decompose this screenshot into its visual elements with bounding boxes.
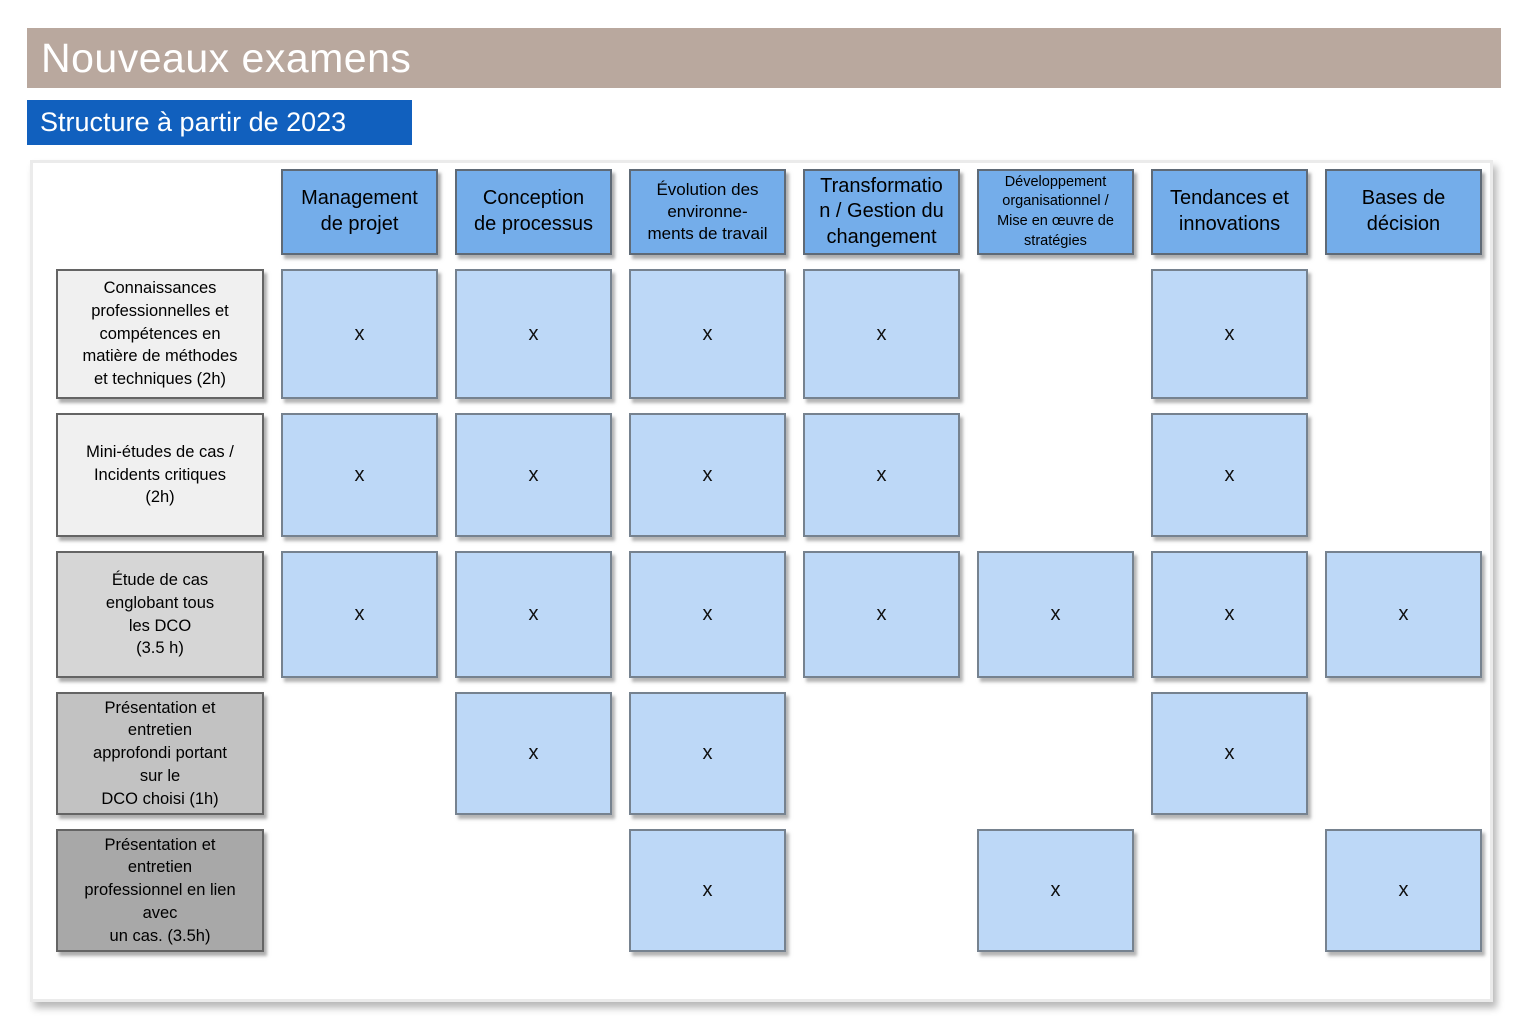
matrix-cell-r5-c5: x	[977, 829, 1134, 952]
matrix-cell-r4-c6: x	[1151, 692, 1308, 815]
row-header-3: Étude de cas englobant tous les DCO (3.5…	[56, 551, 264, 678]
x-mark: x	[1224, 322, 1235, 345]
matrix-cell-r5-c7: x	[1325, 829, 1482, 952]
matrix-cell-r3-c4: x	[803, 551, 960, 678]
matrix-cell-r1-c4: x	[803, 269, 960, 399]
matrix-cell-r3-c1: x	[281, 551, 438, 678]
row-header-5: Présentation et entretien professionnel …	[56, 829, 264, 952]
column-header-3: Évolution des environne- ments de travai…	[629, 169, 786, 255]
column-header-4: Transformatio n / Gestion du changement	[803, 169, 960, 255]
matrix-cell-r1-c2: x	[455, 269, 612, 399]
matrix-cell-r1-c6: x	[1151, 269, 1308, 399]
matrix-cell-r1-c3: x	[629, 269, 786, 399]
matrix-cell-r3-c2: x	[455, 551, 612, 678]
matrix-cell-r3-c7: x	[1325, 551, 1482, 678]
column-header-1: Management de projet	[281, 169, 438, 255]
matrix-cell-r4-c2: x	[455, 692, 612, 815]
matrix-cell-r2-c3: x	[629, 413, 786, 537]
x-mark: x	[354, 463, 365, 486]
row-header-4: Présentation et entretien approfondi por…	[56, 692, 264, 815]
x-mark: x	[1398, 603, 1409, 625]
matrix-cell-r3-c6: x	[1151, 551, 1308, 678]
x-mark: x	[1224, 603, 1235, 625]
title-bar: Nouveaux examens	[27, 28, 1501, 88]
x-mark: x	[1224, 742, 1235, 764]
x-mark: x	[528, 603, 539, 625]
matrix-cell-r2-c6: x	[1151, 413, 1308, 537]
x-mark: x	[702, 742, 713, 764]
x-mark: x	[354, 322, 365, 345]
x-mark: x	[702, 322, 713, 345]
column-header-5: Développement organisationnel / Mise en …	[977, 169, 1134, 255]
column-header-6: Tendances et innovations	[1151, 169, 1308, 255]
x-mark: x	[528, 463, 539, 486]
column-header-2: Conception de processus	[455, 169, 612, 255]
x-mark: x	[702, 603, 713, 625]
matrix-cell-r2-c4: x	[803, 413, 960, 537]
row-header-2: Mini-études de cas / Incidents critiques…	[56, 413, 264, 537]
matrix-cell-r5-c3: x	[629, 829, 786, 952]
x-mark: x	[528, 322, 539, 345]
row-header-1: Connaissances professionnelles et compét…	[56, 269, 264, 399]
column-header-7: Bases de décision	[1325, 169, 1482, 255]
matrix-cell-r2-c1: x	[281, 413, 438, 537]
x-mark: x	[1398, 879, 1409, 901]
matrix-cell-r4-c3: x	[629, 692, 786, 815]
x-mark: x	[1050, 879, 1061, 901]
x-mark: x	[1224, 463, 1235, 486]
x-mark: x	[876, 603, 887, 625]
matrix-cell-r1-c1: x	[281, 269, 438, 399]
x-mark: x	[1050, 603, 1061, 625]
x-mark: x	[702, 463, 713, 486]
matrix-cell-r3-c3: x	[629, 551, 786, 678]
matrix-cell-r3-c5: x	[977, 551, 1134, 678]
x-mark: x	[876, 463, 887, 486]
subtitle-text: Structure à partir de 2023	[40, 107, 347, 137]
page-title: Nouveaux examens	[41, 34, 412, 81]
x-mark: x	[702, 879, 713, 901]
x-mark: x	[876, 322, 887, 345]
matrix-cell-r2-c2: x	[455, 413, 612, 537]
x-mark: x	[354, 603, 365, 625]
x-mark: x	[528, 742, 539, 764]
subtitle-badge: Structure à partir de 2023	[27, 100, 412, 145]
